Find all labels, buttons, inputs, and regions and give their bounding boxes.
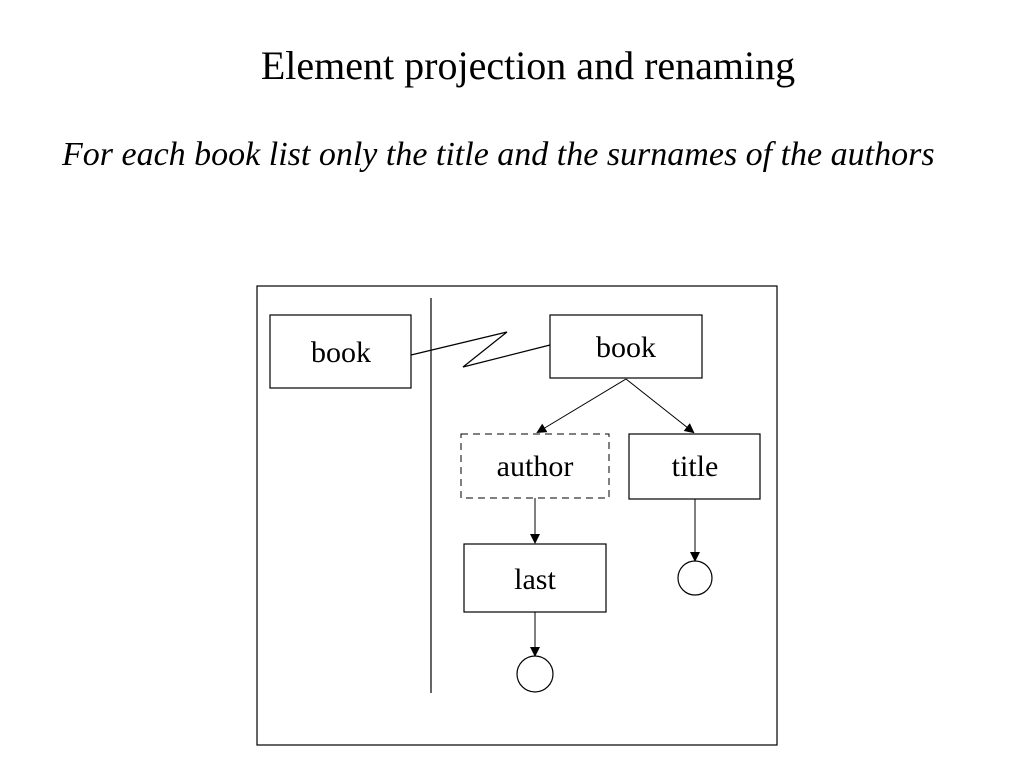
title-label: title <box>672 450 719 483</box>
author-box <box>460 433 610 499</box>
left-book-label: book <box>311 336 371 369</box>
right-book-box <box>549 314 703 379</box>
last-node: last <box>463 543 607 613</box>
title-value-circle <box>677 560 713 596</box>
author-node: author <box>460 433 610 499</box>
edge-book-title <box>625 378 695 434</box>
edge-book-author <box>536 378 627 434</box>
zigzag-connector <box>410 331 551 368</box>
slide-subtitle: For each book list only the title and th… <box>62 136 935 173</box>
title-box <box>628 433 761 500</box>
last-value-circle <box>516 655 554 693</box>
left-book-box <box>269 314 412 389</box>
slide-title: Element projection and renaming <box>260 43 796 88</box>
title-node: title <box>628 433 761 500</box>
left-book-node: book <box>269 314 412 389</box>
diagram-frame <box>256 285 778 746</box>
right-book-label: book <box>596 331 656 364</box>
last-label: last <box>514 563 556 596</box>
right-book-node: book <box>549 314 703 379</box>
author-label: author <box>497 450 574 483</box>
